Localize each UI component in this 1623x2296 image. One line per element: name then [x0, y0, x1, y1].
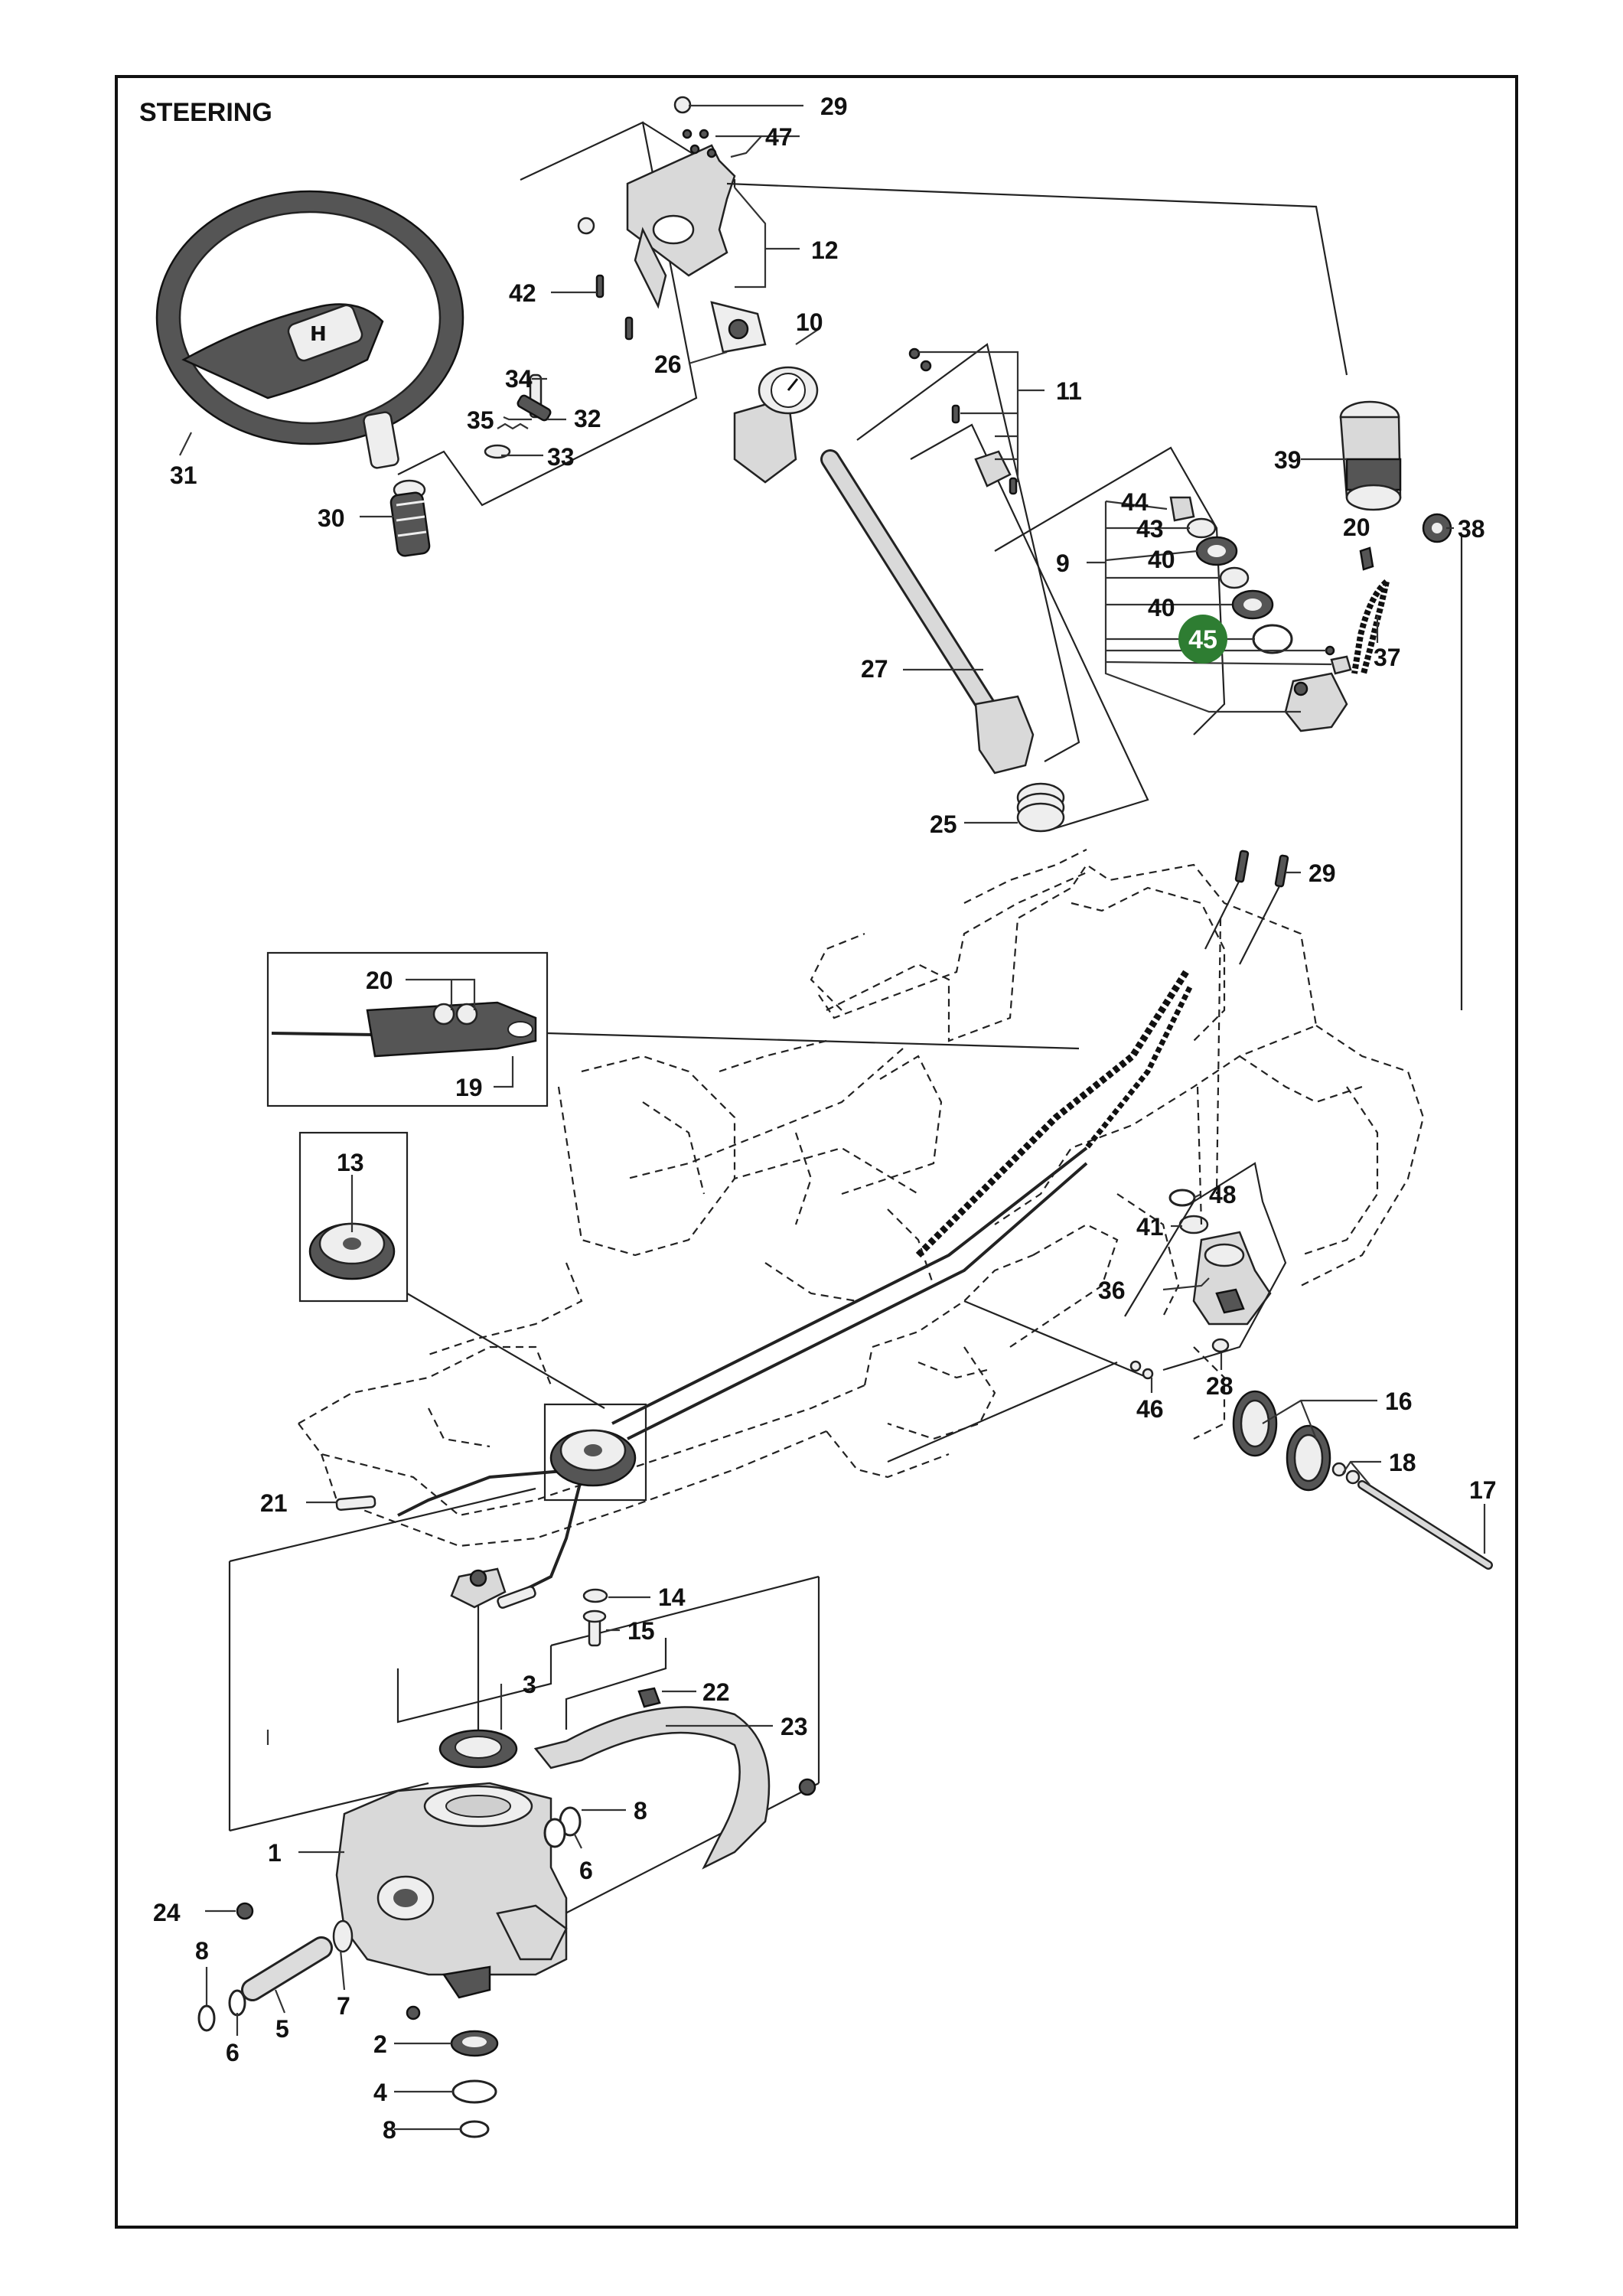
- callout-47: 47: [765, 123, 793, 151]
- highlight-label: 45: [1188, 625, 1217, 654]
- column-bearing-stack: [1169, 496, 1352, 732]
- pivot-bolt: [582, 1588, 608, 1647]
- callout-34: 34: [505, 365, 533, 393]
- axle-shaft: [1331, 1462, 1493, 1570]
- cable-end-detail: [271, 1001, 537, 1058]
- small-hardware: [908, 347, 1018, 495]
- callout-24: 24: [153, 1899, 181, 1926]
- highlight-marker: [1178, 615, 1227, 664]
- highlighted-callout-45[interactable]: 45: [1178, 615, 1227, 664]
- callout-22: 22: [702, 1678, 730, 1706]
- callout-15: 15: [627, 1617, 655, 1645]
- callout-8-left: 8: [195, 1937, 209, 1965]
- callout-11: 11: [1056, 377, 1082, 405]
- drive-chain: [1351, 579, 1390, 675]
- callout-28: 28: [1206, 1372, 1234, 1400]
- callout-6-left: 6: [226, 2039, 240, 2066]
- callout-4: 4: [373, 2079, 387, 2106]
- gearbox-housing: [335, 1782, 568, 1999]
- svg-text:H: H: [310, 323, 327, 346]
- callout-1: 1: [268, 1839, 282, 1867]
- bracket: [577, 96, 736, 309]
- callout-7: 7: [337, 1992, 350, 2020]
- leader-lines: [179, 104, 1486, 2131]
- callout-39: 39: [1274, 446, 1302, 474]
- callout-40-lower: 40: [1148, 594, 1175, 621]
- callout-43: 43: [1136, 515, 1164, 543]
- chassis-pulley: [549, 1429, 637, 1487]
- callout-26: 26: [654, 351, 682, 378]
- lower-shaft: [241, 1936, 333, 2001]
- callout-29-top: 29: [820, 93, 848, 120]
- callout-14: 14: [658, 1583, 686, 1611]
- callout-20-detail: 20: [366, 967, 393, 994]
- callout-29-chassis: 29: [1309, 859, 1336, 887]
- callout-36: 36: [1098, 1277, 1126, 1304]
- pivot-bracket: [1168, 1189, 1272, 1353]
- sprocket: [1422, 513, 1452, 543]
- callout-13: 13: [337, 1149, 364, 1176]
- steering-column: [820, 449, 1035, 775]
- steering-wheel: H: [155, 190, 464, 469]
- spindle-top: [450, 1567, 507, 1609]
- callout-5: 5: [275, 2015, 289, 2043]
- callout-44: 44: [1121, 488, 1149, 516]
- spring-clamp: [1016, 782, 1065, 833]
- callout-32: 32: [574, 405, 601, 432]
- callout-9: 9: [1056, 550, 1070, 577]
- callout-19: 19: [455, 1074, 483, 1101]
- callout-labels: 29 47 12 42 10 26 34 35 32 33 31 30 11 4…: [153, 93, 1497, 2144]
- callout-3: 3: [523, 1671, 536, 1698]
- diagram-frame: [115, 75, 1518, 2229]
- spline-adapter: [389, 479, 431, 557]
- callout-33: 33: [547, 443, 575, 471]
- callout-23: 23: [781, 1713, 808, 1740]
- callout-30: 30: [318, 504, 345, 532]
- pulley-detail-box: [298, 1131, 409, 1303]
- callout-25: 25: [930, 810, 957, 838]
- callout-16: 16: [1385, 1388, 1413, 1415]
- pulley-detail: [308, 1222, 396, 1280]
- callout-31: 31: [170, 461, 197, 489]
- callout-21: 21: [260, 1489, 288, 1517]
- callout-20-top: 20: [1343, 514, 1370, 541]
- cable-end-detail-box: [266, 951, 549, 1107]
- callout-38: 38: [1458, 515, 1485, 543]
- upper-bracket-outline: [397, 121, 698, 507]
- hour-meter: [733, 366, 819, 484]
- callout-42: 42: [509, 279, 536, 307]
- callout-37: 37: [1374, 644, 1401, 671]
- callout-6-mid: 6: [579, 1857, 593, 1884]
- callout-27: 27: [861, 655, 888, 683]
- callout-35: 35: [467, 406, 494, 434]
- callout-46: 46: [1136, 1395, 1164, 1423]
- callout-10: 10: [796, 308, 823, 336]
- callout-40-upper: 40: [1148, 546, 1175, 573]
- callout-8-bottom: 8: [383, 2116, 396, 2144]
- callout-8-mid: 8: [634, 1797, 647, 1825]
- diagram-title: STEERING: [139, 98, 272, 127]
- pulley-wheels: [1232, 1390, 1331, 1492]
- callout-2: 2: [373, 2030, 387, 2058]
- callout-48: 48: [1209, 1181, 1237, 1208]
- callout-41: 41: [1136, 1213, 1164, 1241]
- callout-17: 17: [1469, 1476, 1497, 1504]
- mounting-strap: [533, 1706, 771, 1870]
- bearing: [438, 1729, 518, 1769]
- steering-motor: [1339, 400, 1402, 511]
- callout-18: 18: [1389, 1449, 1416, 1476]
- mounting-plate: [710, 301, 767, 354]
- callout-12: 12: [811, 236, 839, 264]
